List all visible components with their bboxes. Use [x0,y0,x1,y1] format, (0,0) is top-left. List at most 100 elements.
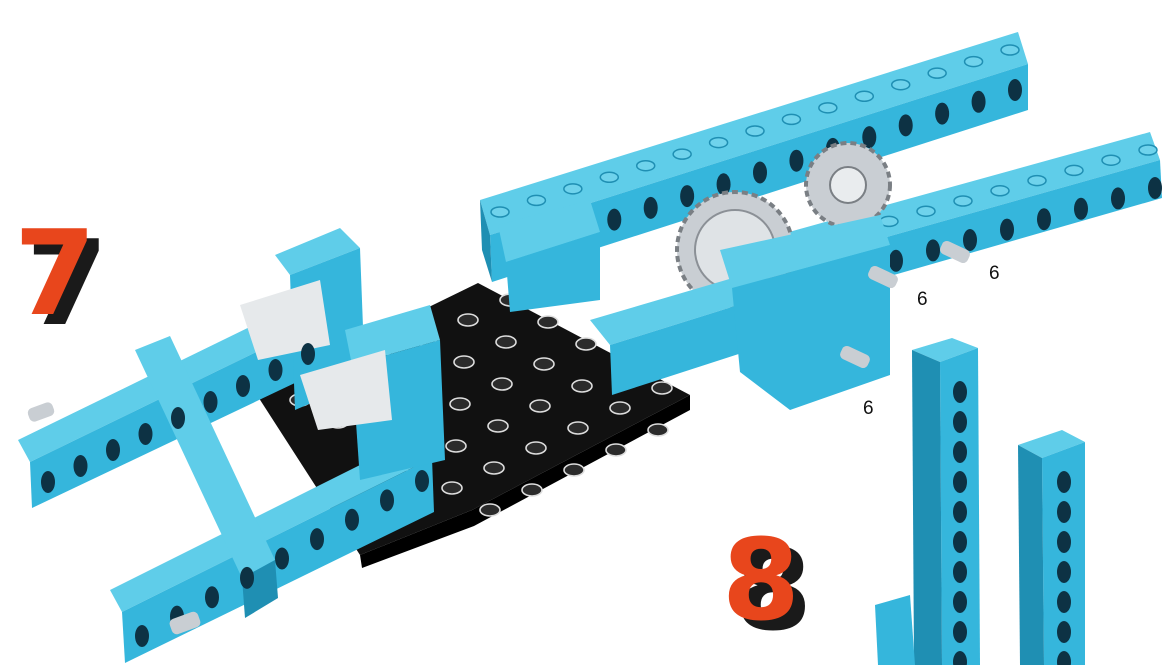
hole-icon [1057,501,1071,523]
stud-icon [673,149,691,159]
hole-icon [953,501,967,523]
hole-icon [171,407,185,429]
stud-icon [991,186,1009,196]
plate-stud-icon [484,462,504,474]
plate-stud-icon [454,356,474,368]
hole-icon [1057,561,1071,583]
hole-icon [935,103,949,125]
plate-stud-icon [534,358,554,370]
hole-icon [889,250,903,272]
hole-icon [139,423,153,445]
step-number-label: 7 [14,214,96,332]
hole-icon [1057,471,1071,493]
plate-stud-icon [446,440,466,452]
plate-stud-icon [610,402,630,414]
stud-icon [819,103,837,113]
hole-icon [899,114,913,136]
part-callout-axle-length: 6 [989,263,1000,285]
hole-icon [74,455,88,477]
plate-stud-icon [568,422,588,434]
hole-icon [963,229,977,251]
part-callout-axle-length: 6 [917,289,928,311]
hole-icon [236,375,250,397]
stud-icon [637,161,655,171]
hole-icon [310,528,324,550]
plate-stud-icon [530,400,550,412]
hole-icon [1008,79,1022,101]
plate-stud-icon [572,380,592,392]
stud-icon [1139,145,1157,155]
stud-icon [600,172,618,182]
hole-icon [415,470,429,492]
stud-icon [928,68,946,78]
hole-icon [275,548,289,570]
stud-icon [527,195,545,205]
hole-icon [1074,198,1088,220]
plate-stud-icon [648,424,668,436]
hole-icon [972,91,986,113]
hole-icon [1057,591,1071,613]
step-number-label: 8 [722,525,800,637]
stud-icon [855,91,873,101]
hole-icon [204,391,218,413]
hole-icon [644,197,658,219]
hole-icon [1037,208,1051,230]
hole-icon [926,239,940,261]
stud-icon [917,206,935,216]
stud-icon [1028,176,1046,186]
hole-icon [953,621,967,643]
plate-stud-icon [442,482,462,494]
plate-stud-icon [538,316,558,328]
stud-icon [1065,165,1083,175]
stud-icon [1102,155,1120,165]
plate-stud-icon [458,314,478,326]
stud-icon [491,207,509,217]
hole-icon [301,343,315,365]
stud-icon [564,184,582,194]
hole-icon [789,150,803,172]
part-callout-axle-length: 6 [863,398,874,420]
hole-icon [135,625,149,647]
hole-icon [1148,177,1162,199]
hole-icon [41,471,55,493]
hole-icon [380,489,394,511]
stud-icon [892,80,910,90]
hole-icon [753,162,767,184]
hole-icon [953,561,967,583]
stud-icon [710,138,728,148]
stud-icon [1001,45,1019,55]
stud-icon [782,114,800,124]
hole-icon [345,509,359,531]
hole-icon [1000,219,1014,241]
stud-icon [746,126,764,136]
plate-stud-icon [480,504,500,516]
plate-stud-icon [492,378,512,390]
hole-icon [1057,621,1071,643]
hole-icon [205,586,219,608]
lego-beam-vertical [875,338,1085,665]
hole-icon [106,439,120,461]
hole-icon [953,381,967,403]
hole-icon [607,209,621,231]
plate-stud-icon [526,442,546,454]
plate-stud-icon [564,464,584,476]
plate-stud-icon [576,338,596,350]
hole-icon [953,531,967,553]
hole-icon [953,591,967,613]
hole-icon [680,185,694,207]
stud-icon [954,196,972,206]
plate-stud-icon [450,398,470,410]
plate-stud-icon [652,382,672,394]
hole-icon [240,567,254,589]
plate-stud-icon [606,444,626,456]
hole-icon [953,441,967,463]
hole-icon [953,471,967,493]
stud-icon [965,57,983,67]
hole-icon [1111,187,1125,209]
hole-icon [1057,531,1071,553]
hole-icon [269,359,283,381]
plate-stud-icon [522,484,542,496]
hole-icon [953,411,967,433]
plate-stud-icon [488,420,508,432]
